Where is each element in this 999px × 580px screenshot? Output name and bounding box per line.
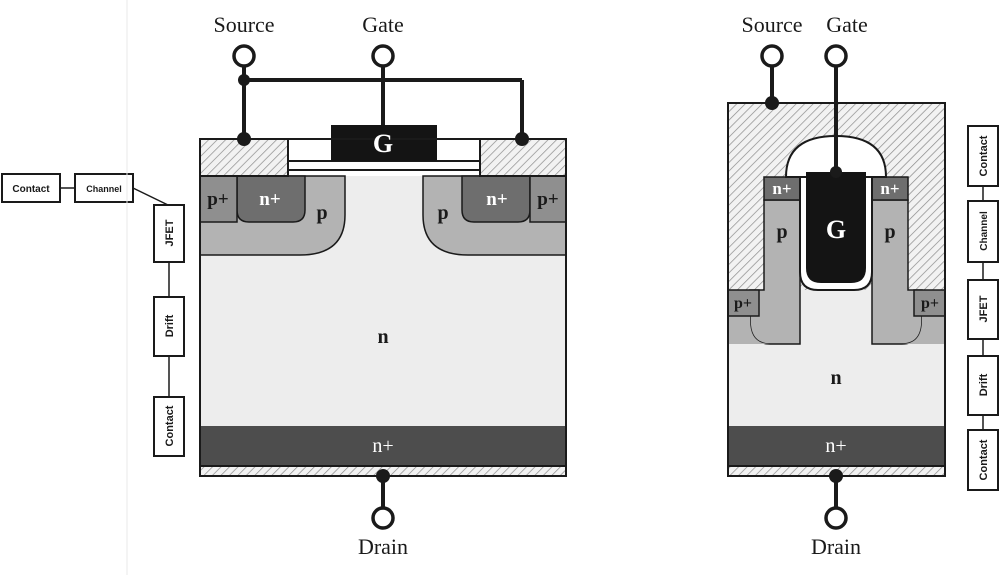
gate-electrode [331,125,437,161]
trench-n-plus-right-label: n+ [880,179,899,198]
r-jfet-label: JFET [978,295,990,322]
gate-terminal [371,44,395,68]
jfet-resistor [153,204,185,263]
trench-drain-label: Drain [811,534,861,559]
trench-gate-label: Gate [826,12,868,37]
substrate-region [200,426,566,466]
trench-drain-terminal [824,506,848,530]
drift-chain-label: Drift [164,314,176,337]
trench-source-terminal [760,44,784,68]
r-jfet-resistor [967,279,999,340]
r-contact-top-label: Contact [978,135,990,176]
gate-label: Gate [362,12,404,37]
trench-p-plus-left-label: p+ [734,295,752,312]
p-plus-left-label: p+ [207,189,228,210]
planar-mosfet: Source Gate Drain G p+ n+ p p n+ p+ n n+ [199,12,567,559]
r-drift-resistor [967,355,999,416]
p-right-label: p [437,202,448,224]
trench-mosfet: Source Gate Drain G n+ n+ p p p+ p+ n n+ [727,12,946,559]
drain-terminal [371,506,395,530]
r-channel-resistor [967,200,999,263]
contact-top-label: Contact [12,184,50,195]
n-plus-right-label: n+ [486,189,507,210]
trench-gate-letter: G [826,215,846,244]
trench-gate-terminal [824,44,848,68]
source-label: Source [213,12,274,37]
trench-n-plus-left-label: n+ [772,179,791,198]
channel-resistor [74,173,134,203]
trench-drift-label: n [830,367,841,389]
drain-label: Drain [358,534,408,559]
trench-p-plus-left [727,289,760,317]
contact-resistor-top [1,173,61,203]
p-plus-right-label: p+ [537,189,558,210]
trench-substrate-region [728,426,945,466]
r-contact-bottom-label: Contact [978,439,990,480]
substrate-label: n+ [372,435,393,457]
right-resistance-chain: Contact Channel JFET Drift Contact [967,125,999,491]
drift-label: n [377,326,388,348]
trench-substrate-label: n+ [825,435,846,457]
trench-p-plus-right-label: p+ [921,295,939,312]
r-drift-label: Drift [978,373,990,396]
n-plus-left-label: n+ [259,189,280,210]
jfet-label: JFET [164,219,176,246]
trench-p-left-label: p [776,221,787,243]
gate-letter: G [373,129,393,158]
gate-oxide [287,160,481,171]
contact-bottom-label: Contact [164,405,176,446]
left-resistance-chain: Contact Channel JFET Drift Contact [1,173,185,457]
r-contact-resistor-bottom [967,429,999,491]
r-contact-resistor-top [967,125,999,187]
trench-gate-electrode [806,172,866,283]
contact-resistor-bottom [153,396,185,457]
drift-resistor [153,296,185,357]
trench-p-plus-right [913,289,946,317]
trench-p-right-label: p [884,221,895,243]
p-left-label: p [316,202,327,224]
r-channel-label: Channel [979,211,990,251]
channel-label: Channel [86,184,122,194]
trench-source-label: Source [741,12,802,37]
source-terminal [232,44,256,68]
